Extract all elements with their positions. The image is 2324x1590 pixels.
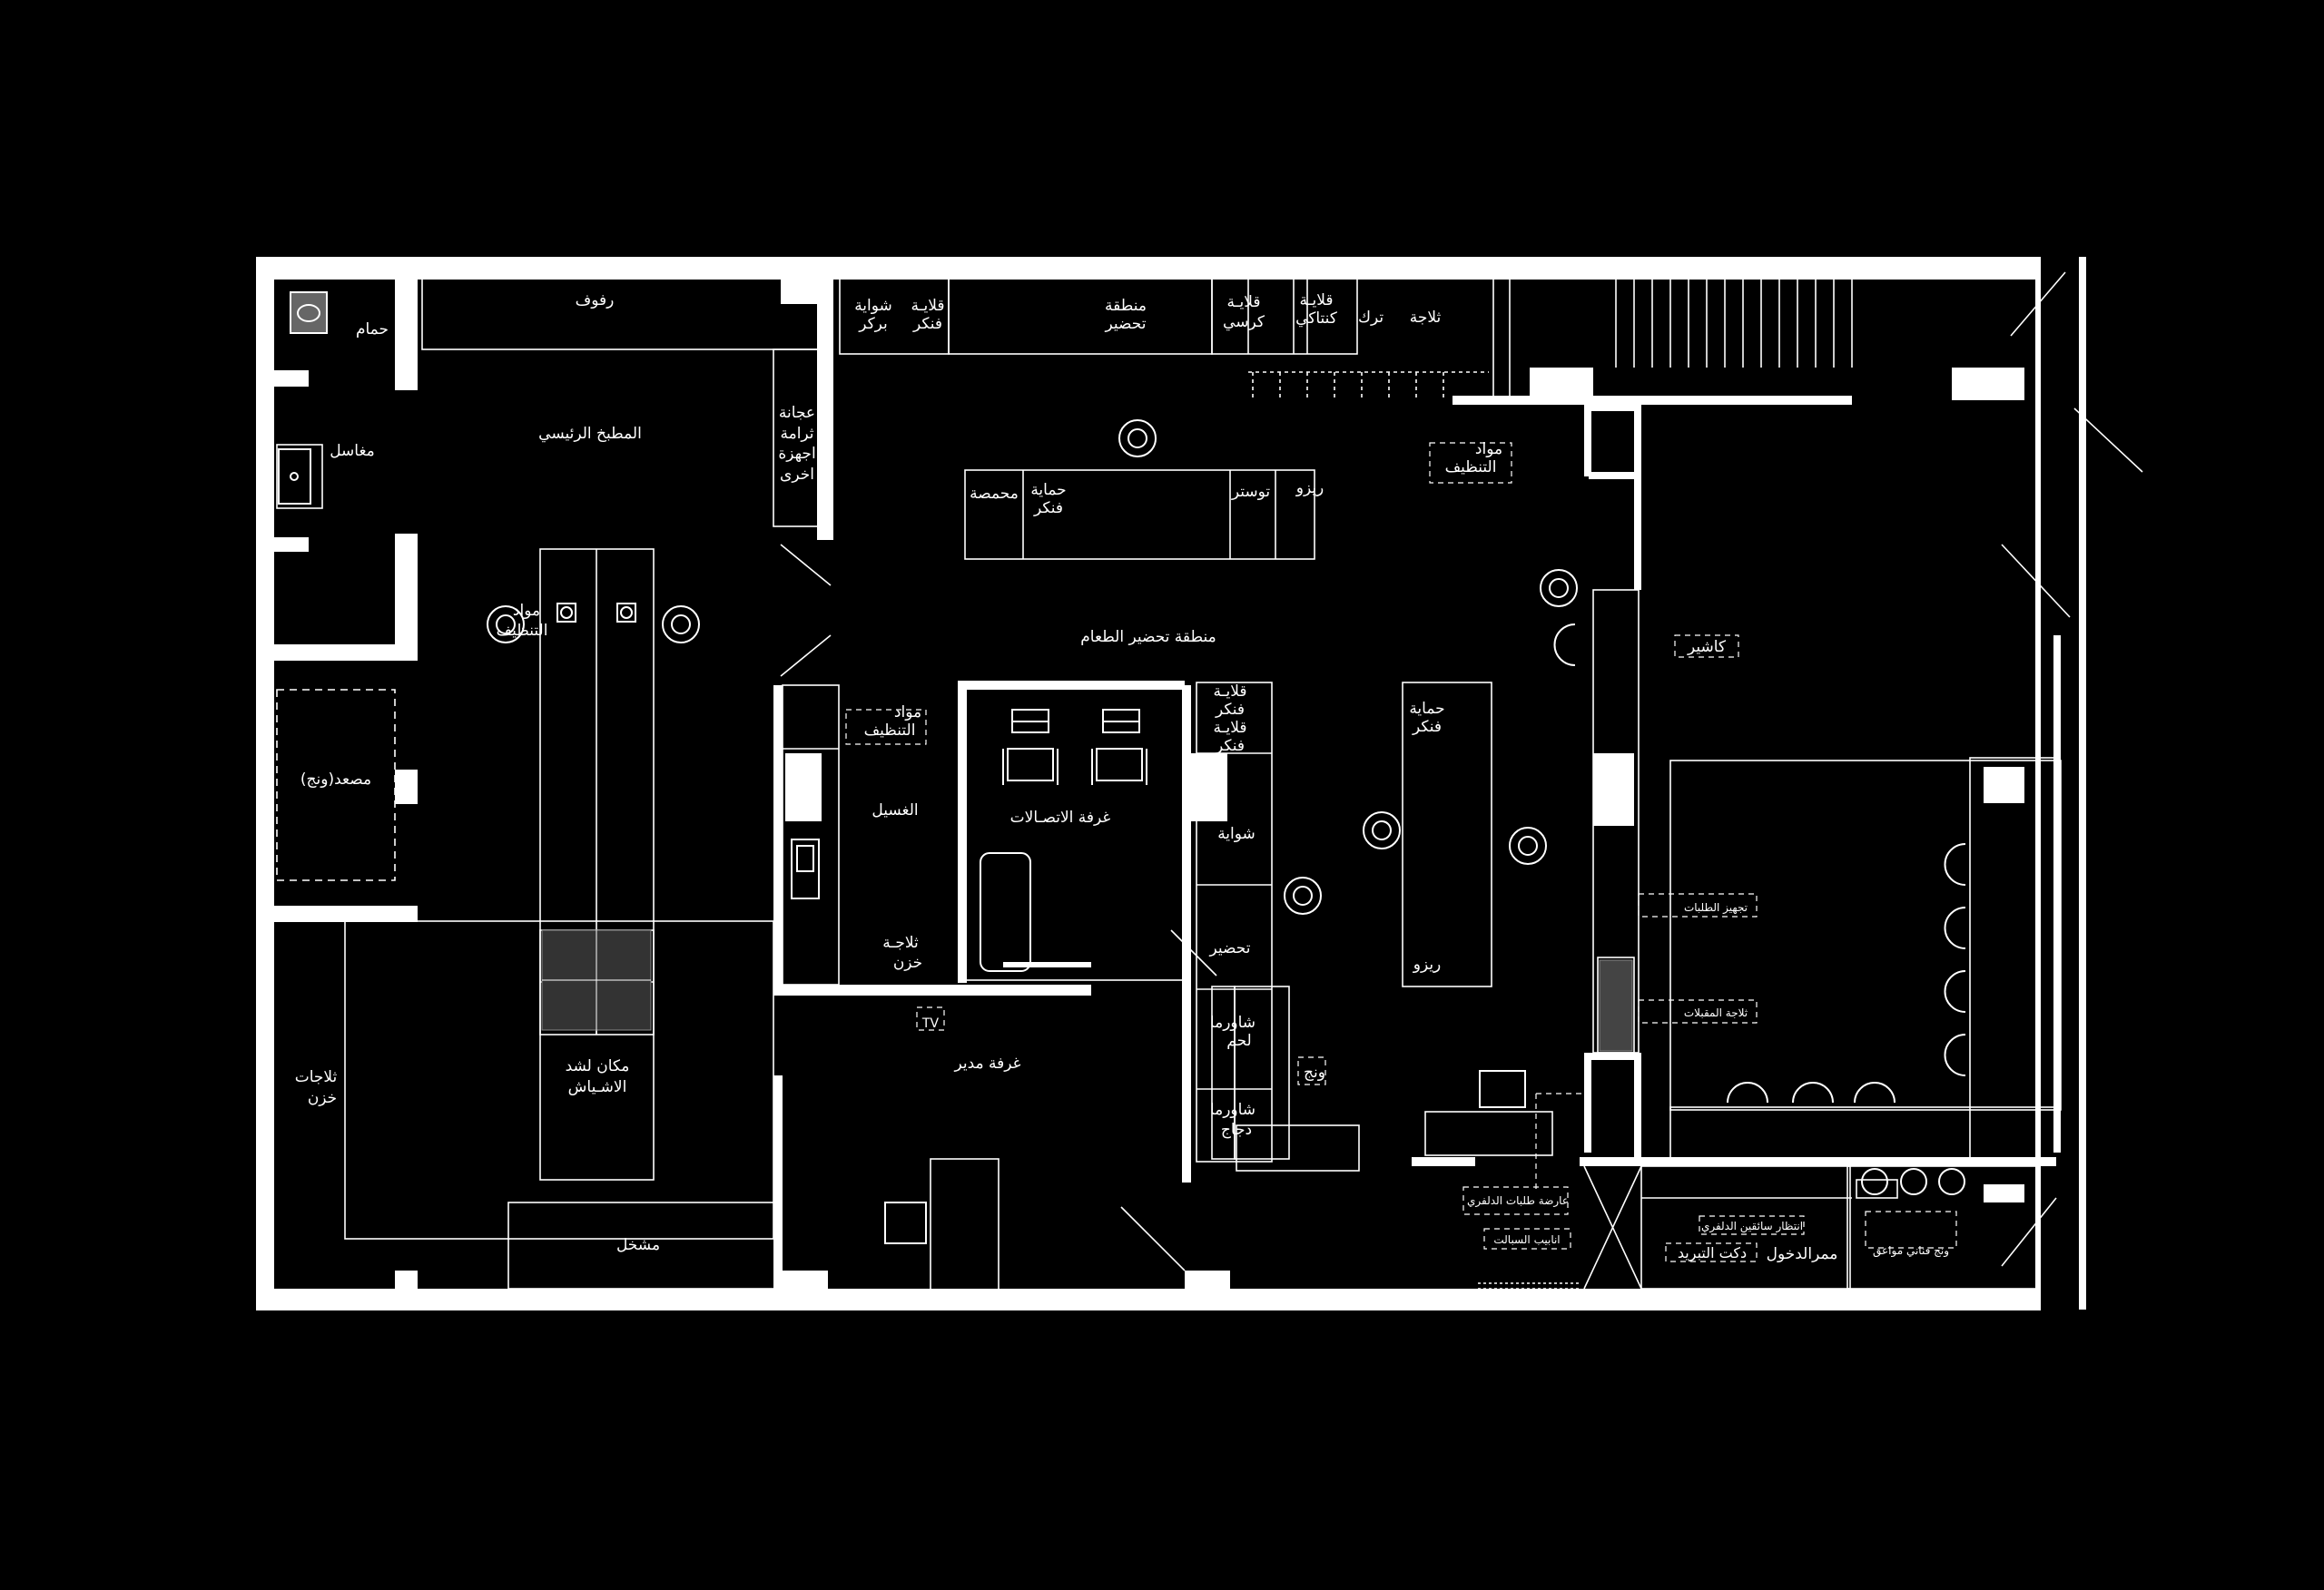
hatch-strip: [1478, 1282, 1580, 1290]
label-shawarma-meat-1: شاورما: [1210, 1014, 1256, 1032]
label-entry-corridor: ممرالدخول: [1767, 1245, 1838, 1263]
label-order-prep: تجهيز الطلبات: [1684, 901, 1748, 915]
stairs-icon: [1248, 277, 1853, 399]
label-turk: ترك: [1358, 309, 1384, 327]
label-cooling-duct: دكت التبريد: [1678, 1244, 1747, 1262]
chair-icon: [884, 748, 1526, 1244]
label-fryer-1: قلايـة: [911, 297, 944, 315]
walls: [256, 257, 2086, 1310]
burner-icon: [556, 603, 636, 623]
label-burger-grill-2: بركر: [858, 315, 888, 333]
label-prep-zone-1: منطقة: [1105, 297, 1147, 315]
dashed-labels-frames: [845, 442, 1957, 1262]
label-burger-grill-1: شواية: [854, 297, 892, 315]
label-fryer-2: فنكر: [912, 315, 942, 333]
label-tv: TV: [921, 1016, 940, 1031]
label-roaster: محمصة: [970, 485, 1019, 503]
label-delivery-display: عارضة طلبات الدلفري: [1467, 1194, 1569, 1208]
label-fryer-kentucky-1: قلايـة: [1299, 291, 1333, 309]
label-cleaning-left-1: مواد: [513, 602, 540, 620]
label-dough-3: اجهزة: [778, 445, 815, 463]
label-dough-1: عجانة: [779, 404, 815, 422]
fixtures: [276, 271, 2143, 1291]
label-cleaning-right-2: التنظيف: [1445, 458, 1497, 476]
label-main-kitchen: المطبخ الرئيسي: [538, 425, 642, 443]
label-storage-fridges-1: ثلاجات: [295, 1068, 338, 1086]
label-storage-fridge-1: ثلاجـة: [882, 934, 919, 952]
label-appetizers-fridge: ثلاجة المقبلات: [1684, 1006, 1748, 1019]
label-toaster: توستر: [1231, 483, 1271, 501]
label-cleaning-mid-2: التنظيف: [864, 721, 916, 740]
label-skewer-1: مكان لشد: [566, 1057, 630, 1075]
label-island-guard-2: فنكر: [1412, 718, 1442, 736]
label-col-fryer-4: فنكر: [1215, 737, 1245, 755]
label-col-fryer-3: قلايـة: [1213, 719, 1246, 737]
label-sinks: مغاسل: [330, 442, 375, 460]
label-fryer-chair-2: كرسي: [1223, 313, 1265, 331]
label-cleaning-right-1: مواد: [1475, 440, 1502, 458]
label-prep-zone-2: تحضير: [1105, 315, 1147, 333]
label-grill-coal: مشخل: [616, 1236, 660, 1254]
label-island-guard-1: حماية: [1409, 700, 1444, 718]
label-drinks-winch: ونج فناني مواعق: [1873, 1244, 1949, 1258]
room-labels: حمام رفوف مغاسل المطبخ الرئيسي مواد التن…: [295, 291, 1949, 1263]
label-col-fryer-1: قلايـة: [1213, 682, 1246, 701]
label-dough-2: ثرامة: [780, 425, 813, 443]
label-shawarma-chicken-2: دجاج: [1221, 1121, 1252, 1139]
label-island-rizo: ريزو: [1413, 956, 1442, 974]
stool-icon: [1553, 623, 1966, 1195]
label-storage-fridge-2: خزن: [893, 954, 922, 972]
label-food-prep-area: منطقة تحضير الطعام: [1080, 628, 1216, 646]
label-delivery-wait: انتظار سائقين الدلفري: [1701, 1220, 1803, 1233]
label-prep: تحضير: [1209, 939, 1251, 957]
label-fridge-top: ثلاجة: [1410, 309, 1442, 327]
person-icon: [487, 419, 1578, 915]
label-fryer-chair-1: قلايـة: [1226, 293, 1260, 311]
label-shelves: رفوف: [576, 291, 615, 309]
label-fryer-kentucky-2: كنتاكي: [1295, 309, 1338, 328]
label-rizo: ريزو: [1295, 479, 1324, 497]
label-skewer-2: الاشـياش: [568, 1078, 627, 1096]
label-winch: ونج: [1304, 1064, 1325, 1082]
label-washing: الغسيل: [872, 801, 918, 820]
label-grill: شواية: [1217, 825, 1256, 843]
label-col-fryer-2: فنكر: [1215, 701, 1245, 719]
label-dough-4: اخرى: [780, 466, 814, 484]
label-storage-fridges-2: خزن: [308, 1089, 337, 1107]
label-finger-guard-2: فنكر: [1033, 499, 1063, 517]
grill-grate-icon: [541, 929, 1633, 1052]
label-cleaning-mid-1: مواد: [894, 703, 921, 721]
label-shawarma-chicken-1: شاورما: [1210, 1101, 1256, 1119]
label-elevator: مصعد(ونج): [300, 770, 371, 789]
label-cleaning-left-2: التنظيف: [497, 622, 548, 640]
label-comm-room: غرفة الاتصـالات: [1010, 809, 1111, 827]
label-manager-room: غرفة مدير: [953, 1055, 1020, 1073]
label-bathroom: حمام: [356, 320, 389, 339]
label-cashier: كاشير: [1687, 638, 1727, 656]
sink-icon: [278, 448, 820, 899]
label-cooling-pipes: انابيب السبالت: [1493, 1233, 1560, 1246]
label-shawarma-meat-2: لحم: [1226, 1032, 1251, 1050]
comm-equipment-icon: [1011, 709, 1140, 733]
toilet-icon: [290, 291, 328, 334]
label-finger-guard-1: حماية: [1030, 481, 1066, 499]
